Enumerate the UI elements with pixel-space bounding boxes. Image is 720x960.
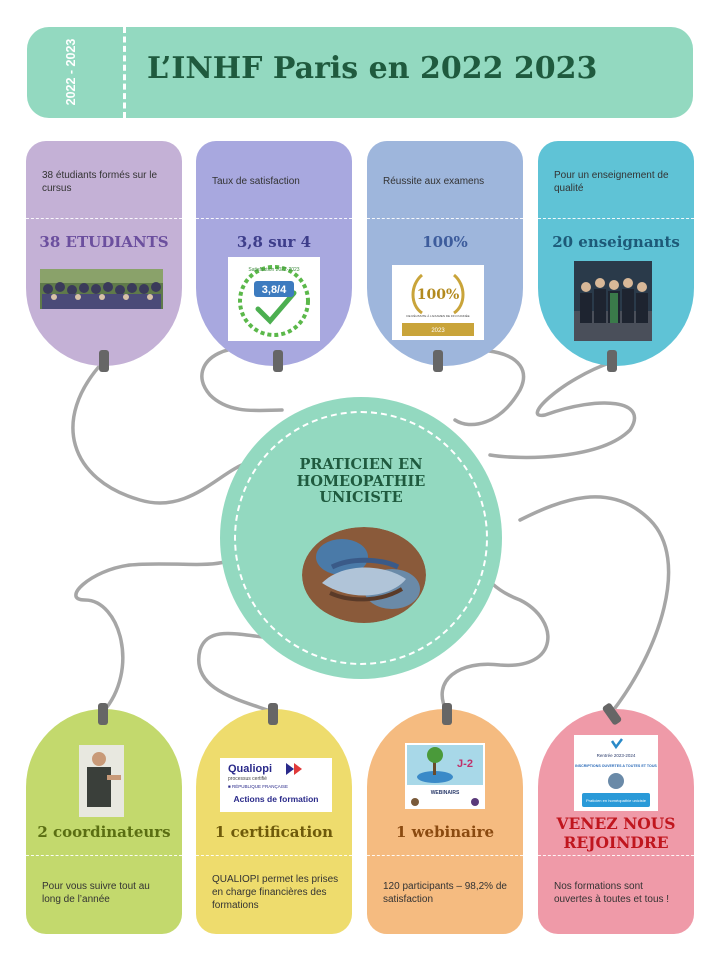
logo-republique: ■ RÉPUBLIQUE FRANÇAISE — [228, 783, 288, 789]
tag-headline: 38 ETUDIANTS — [39, 233, 169, 251]
tag-divider — [538, 855, 694, 856]
badge-year: 2023 — [431, 328, 445, 334]
tag-headline: 20 enseignants — [552, 233, 680, 251]
tag-divider — [26, 218, 182, 219]
tag-webinar: J-2 WEBINAIRS 1 webinaire 120 participan… — [367, 709, 523, 934]
satisfaction-badge: Satisfaction 2022-2023 3,8/4 — [228, 257, 320, 341]
tag-caption: Nos formations sont ouvertes à toutes et… — [554, 881, 670, 905]
tag-caption: Réussite aux examens — [383, 176, 485, 187]
badge-top-text: Satisfaction 2022-2023 — [248, 267, 299, 273]
group-photo — [40, 269, 163, 309]
poster-title: WEBINAIRS — [431, 790, 460, 796]
tag-divider — [196, 218, 352, 219]
header-divider — [123, 27, 126, 118]
tag-caption: 120 participants – 98,2% de satisfaction — [383, 881, 507, 905]
tag-satisfaction: Taux de satisfaction 3,8 sur 4 Satisfact… — [196, 141, 352, 366]
registration-poster: Rentrée 2023-2024 INSCRIPTIONS OUVERTES … — [574, 735, 658, 811]
header-year: 2022 - 2023 — [64, 38, 78, 106]
tag-teachers: Pour un enseignement de qualité 20 ensei… — [538, 141, 694, 366]
tag-headline: 1 webinaire — [395, 823, 495, 841]
tag-caption: Taux de satisfaction — [212, 176, 300, 187]
badge-value: 100% — [417, 287, 460, 303]
badge-value: 3,8/4 — [262, 284, 287, 296]
tag-divider — [367, 218, 523, 219]
tag-coordinators: 2 coordinateurs Pour vous suivre tout au… — [26, 709, 182, 934]
teachers-photo — [574, 261, 652, 341]
string-hole — [442, 703, 452, 725]
tag-divider — [367, 855, 523, 856]
poster-countdown: J-2 — [457, 758, 473, 770]
poster-line-3: Praticien en homéopathie uniciste — [586, 798, 647, 803]
string-hole — [273, 350, 283, 372]
tag-divider — [538, 218, 694, 219]
tag-certification: Qualiopi processus certifié ■ RÉPUBLIQUE… — [196, 709, 352, 934]
header-banner: 2022 - 2023 L’INHF Paris en 2022 2023 — [27, 27, 693, 118]
logo-action: Actions de formation — [233, 794, 318, 804]
tag-divider — [196, 855, 352, 856]
tag-headline: VENEZ NOUS REJOINDRE — [556, 814, 676, 852]
webinar-poster: J-2 WEBINAIRS — [405, 743, 485, 809]
poster-line-1: Rentrée 2023-2024 — [597, 753, 636, 758]
tag-divider — [26, 855, 182, 856]
tag-headline: 1 certification — [214, 823, 334, 841]
tag-join-us: Rentrée 2023-2024 INSCRIPTIONS OUVERTES … — [538, 709, 694, 934]
tag-headline: 3,8 sur 4 — [236, 233, 312, 251]
page-title: L’INHF Paris en 2022 2023 — [147, 51, 598, 86]
badge-subtext: DE RÉUSSITE À L'EXAMEN DE FIN D'ANNÉE — [406, 313, 469, 318]
qualiopi-logo: Qualiopi processus certifié ■ RÉPUBLIQUE… — [220, 758, 332, 812]
center-line-2: HOMEOPATHIE — [296, 472, 426, 490]
tag-caption: QUALIOPI permet les prises en charge fin… — [212, 874, 339, 911]
tag-headline: 2 coordinateurs — [37, 823, 171, 841]
coordinator-photo — [79, 745, 124, 817]
tag-headline: 100% — [422, 233, 468, 251]
logo-subtitle: processus certifié — [228, 776, 267, 782]
center-line-3: UNICISTE — [319, 489, 403, 507]
string-hole — [607, 350, 617, 372]
center-circle: PRATICIEN EN HOMEOPATHIE UNICISTE — [220, 397, 502, 679]
tag-caption: Pour vous suivre tout au long de l’année — [42, 881, 150, 905]
string-hole — [268, 703, 278, 725]
tag-caption: Pour un enseignement de qualité — [554, 170, 669, 194]
poster-line-2: INSCRIPTIONS OUVERTES A TOUTES ET TOUS — [575, 764, 657, 768]
string-hole — [99, 350, 109, 372]
string-hole — [433, 350, 443, 372]
hands-globe-image — [302, 527, 426, 623]
string-hole — [98, 703, 108, 725]
circle-dashed-ring — [234, 411, 488, 665]
center-line-1: PRATICIEN EN — [299, 456, 423, 473]
tag-students: 38 étudiants formés sur le cursus 38 ETU… — [26, 141, 182, 366]
logo-name: Qualiopi — [228, 763, 272, 775]
tag-exam-success: Réussite aux examens 100% 100% DE RÉUSSI… — [367, 141, 523, 366]
center-title: PRATICIEN EN HOMEOPATHIE UNICISTE — [220, 456, 502, 507]
tag-caption: 38 étudiants formés sur le cursus — [42, 170, 158, 194]
laurel-badge: 100% DE RÉUSSITE À L'EXAMEN DE FIN D'ANN… — [392, 265, 484, 340]
